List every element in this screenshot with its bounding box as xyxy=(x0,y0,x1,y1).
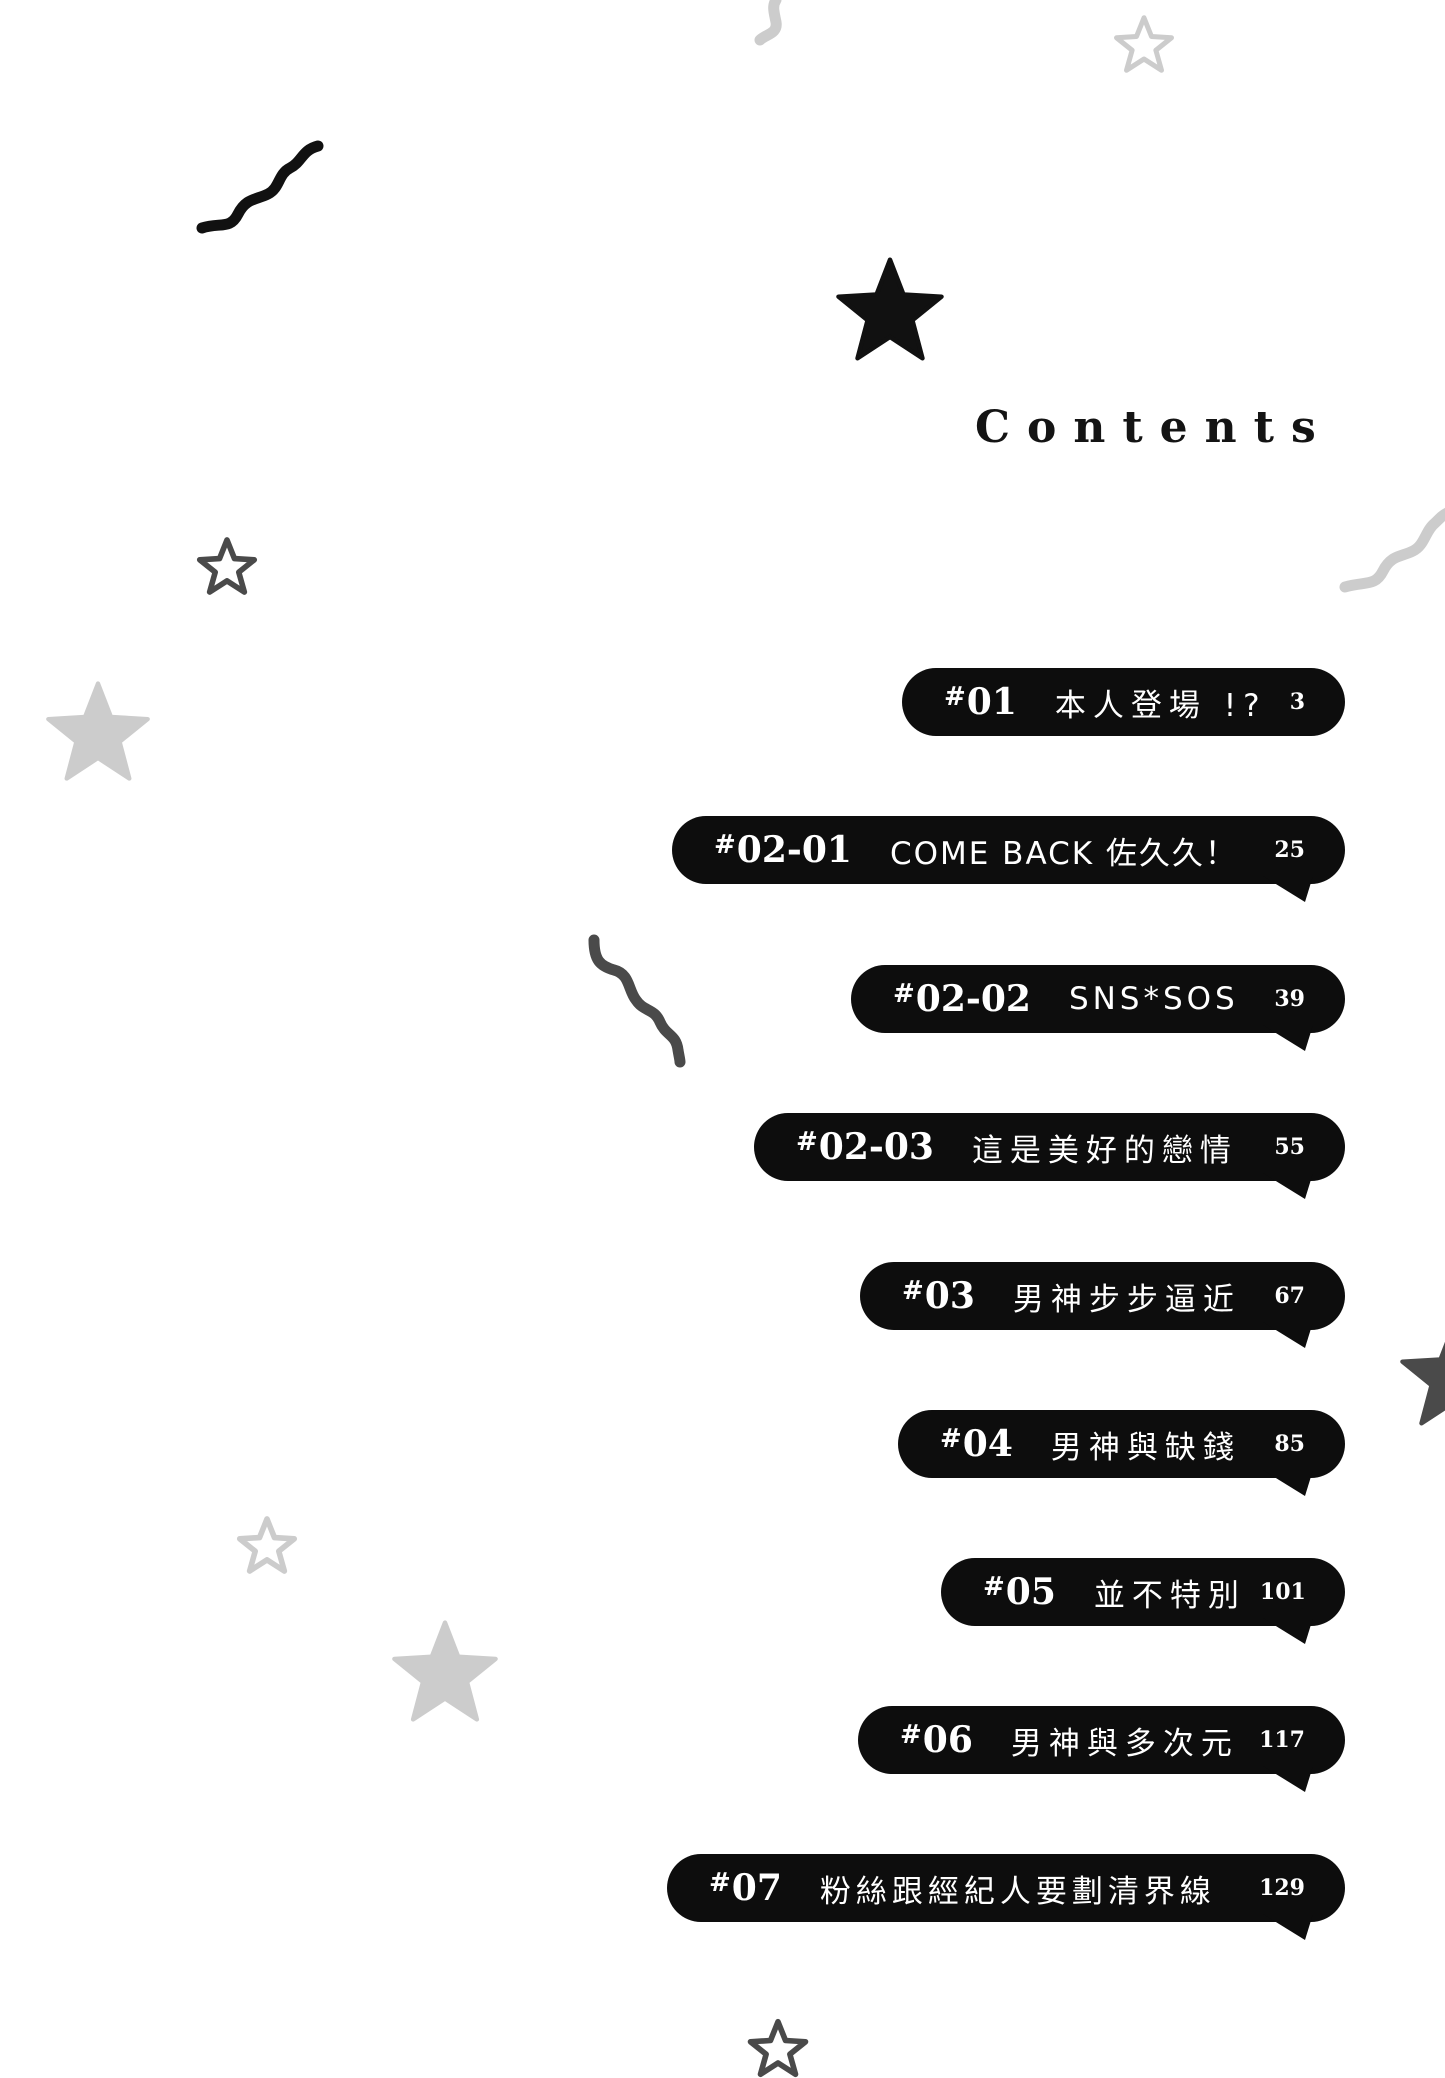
chapter-title: 並不特別 xyxy=(1093,1577,1246,1614)
chapter-title: 男神步步逼近 xyxy=(1012,1281,1241,1318)
page-number: 3 xyxy=(1289,689,1305,715)
toc-entry-05[interactable]: #05 並不特別 101 xyxy=(941,1558,1345,1644)
star-filled-dark-gray-icon xyxy=(1400,1341,1445,1426)
squiggle-dark-gray-icon xyxy=(588,934,686,1068)
squiggle-light-gray-icon xyxy=(754,0,782,46)
speech-bubble-tail-icon xyxy=(1263,1173,1313,1199)
speech-bubble-tail-icon xyxy=(1263,1618,1313,1644)
chapter-title: 男神與缺錢 xyxy=(1050,1429,1241,1466)
squiggle-black-icon xyxy=(196,140,324,234)
chapter-title: 這是美好的戀情 xyxy=(971,1132,1238,1169)
chapter-number: #07 xyxy=(709,1867,782,1909)
toc-entry-03[interactable]: #03 男神步步逼近 67 xyxy=(860,1262,1345,1348)
speech-bubble-tail-icon xyxy=(1263,1914,1313,1940)
chapter-title: 本人登場 !? xyxy=(1054,687,1267,724)
star-filled-light-gray-icon xyxy=(46,681,150,781)
star-filled-black-icon xyxy=(836,257,944,361)
page-number: 25 xyxy=(1274,837,1305,863)
star-outline-dark-gray-icon xyxy=(196,537,258,595)
toc-entry-01[interactable]: #01 本人登場 !? 3 xyxy=(902,668,1345,736)
chapter-title: 男神與多次元 xyxy=(1010,1725,1239,1762)
chapter-number: #04 xyxy=(940,1423,1013,1465)
page-number: 85 xyxy=(1274,1431,1305,1457)
speech-bubble-tail-icon xyxy=(1263,1025,1313,1051)
toc-entry-02-01[interactable]: #02-01 COME BACK 佐久久！ 25 xyxy=(672,816,1345,902)
page-title: Contents xyxy=(975,402,1333,453)
chapter-number: #02-03 xyxy=(796,1126,934,1168)
star-outline-dark-gray-icon xyxy=(747,2018,809,2078)
page-number: 129 xyxy=(1259,1875,1305,1901)
chapter-title: SNS*SOS xyxy=(1068,981,1239,1017)
star-filled-light-gray-icon xyxy=(392,1620,498,1722)
chapter-number: #02-01 xyxy=(714,829,852,871)
chapter-number: #06 xyxy=(900,1719,973,1761)
chapter-title: 粉絲跟經紀人要劃清界線 xyxy=(819,1873,1216,1910)
toc-entry-04[interactable]: #04 男神與缺錢 85 xyxy=(898,1410,1345,1496)
chapter-number: #03 xyxy=(902,1275,975,1317)
toc-entry-02-03[interactable]: #02-03 這是美好的戀情 55 xyxy=(754,1113,1345,1199)
page-number: 39 xyxy=(1274,986,1305,1012)
star-outline-light-gray-icon xyxy=(1114,15,1174,73)
chapter-number: #01 xyxy=(944,681,1017,723)
speech-bubble-tail-icon xyxy=(1263,1322,1313,1348)
speech-bubble-tail-icon xyxy=(1263,1470,1313,1496)
squiggle-light-gray-icon xyxy=(1339,507,1445,593)
page-number: 101 xyxy=(1259,1579,1306,1605)
chapter-title: COME BACK 佐久久！ xyxy=(889,835,1238,872)
chapter-number: #05 xyxy=(983,1571,1056,1613)
page-number: 55 xyxy=(1274,1134,1305,1160)
page-number: 67 xyxy=(1274,1283,1305,1309)
toc-entry-07[interactable]: #07 粉絲跟經紀人要劃清界線 129 xyxy=(667,1854,1345,1940)
star-outline-light-gray-icon xyxy=(236,1516,298,1574)
speech-bubble-tail-icon xyxy=(1263,876,1313,902)
speech-bubble-tail-icon xyxy=(1263,1766,1313,1792)
toc-entry-06[interactable]: #06 男神與多次元 117 xyxy=(858,1706,1345,1792)
toc-entry-02-02[interactable]: #02-02 SNS*SOS 39 xyxy=(851,965,1345,1051)
chapter-number: #02-02 xyxy=(893,978,1031,1020)
page-number: 117 xyxy=(1259,1727,1305,1753)
